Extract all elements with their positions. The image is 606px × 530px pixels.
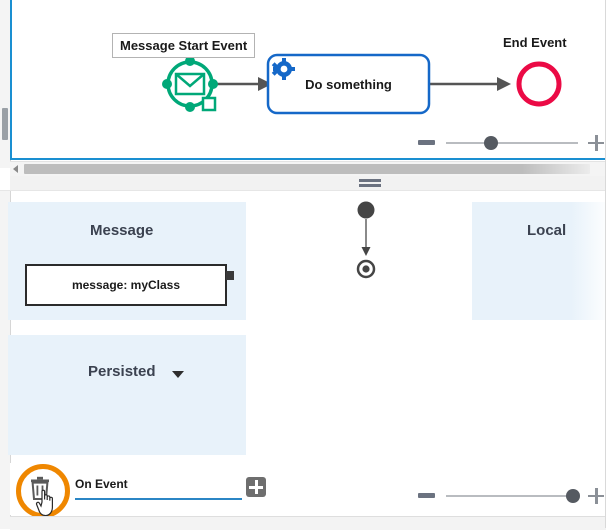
zoom-slider-thumb[interactable]	[484, 136, 498, 150]
section-local[interactable]	[472, 202, 606, 320]
add-button[interactable]	[246, 477, 266, 497]
task-do-something[interactable]: Do something	[268, 55, 429, 113]
zoom-in-icon[interactable]	[588, 135, 604, 151]
diagram-horizontal-scrollbar[interactable]	[10, 161, 606, 176]
chevron-down-icon[interactable]	[172, 371, 184, 378]
label-message-start-event[interactable]: Message Start Event	[112, 33, 256, 58]
task-label: Do something	[305, 76, 392, 92]
scroll-left-arrow-icon[interactable]	[13, 165, 18, 173]
uml-activity-diagram[interactable]	[330, 191, 420, 291]
label-end-event[interactable]: End Event	[503, 35, 567, 50]
section-persisted[interactable]	[8, 335, 246, 455]
section-persisted-title: Persisted	[88, 363, 156, 380]
mouse-cursor-hand-icon	[35, 489, 53, 517]
bpmn-editor-pane: Message Start Event End Event Do somethi…	[0, 0, 606, 176]
message-class-box[interactable]: message: myClass	[25, 264, 227, 306]
zoom-slider-thumb[interactable]	[566, 489, 580, 503]
section-message-title: Message	[90, 222, 154, 239]
properties-bottom-edge	[10, 516, 606, 530]
initial-node-icon	[357, 201, 375, 219]
diagram-zoom-slider[interactable]	[418, 133, 604, 153]
on-event-underline	[75, 498, 242, 500]
message-class-box-handle[interactable]	[226, 271, 234, 280]
diagram-horizontal-scrollbar-thumb[interactable]	[24, 164, 590, 174]
on-event-label: On Event	[75, 477, 128, 491]
zoom-out-icon[interactable]	[418, 493, 435, 498]
horizontal-splitter[interactable]	[10, 176, 606, 190]
zoom-in-icon[interactable]	[588, 488, 604, 504]
properties-pane: Message message: myClass Persisted Local	[0, 190, 606, 530]
final-node-icon	[356, 259, 376, 279]
section-local-title: Local	[527, 222, 567, 239]
zoom-slider-track[interactable]	[446, 495, 578, 497]
splitter-grip-icon[interactable]	[359, 179, 381, 187]
properties-toolbar: On Event	[10, 463, 606, 518]
zoom-out-icon[interactable]	[418, 140, 435, 145]
on-event-input[interactable]: On Event	[65, 477, 242, 503]
zoom-slider-track[interactable]	[446, 142, 578, 144]
message-class-label: message: myClass	[71, 278, 181, 292]
diagram-vertical-scrollbar-thumb[interactable]	[2, 108, 8, 140]
properties-zoom-slider[interactable]	[418, 486, 604, 506]
